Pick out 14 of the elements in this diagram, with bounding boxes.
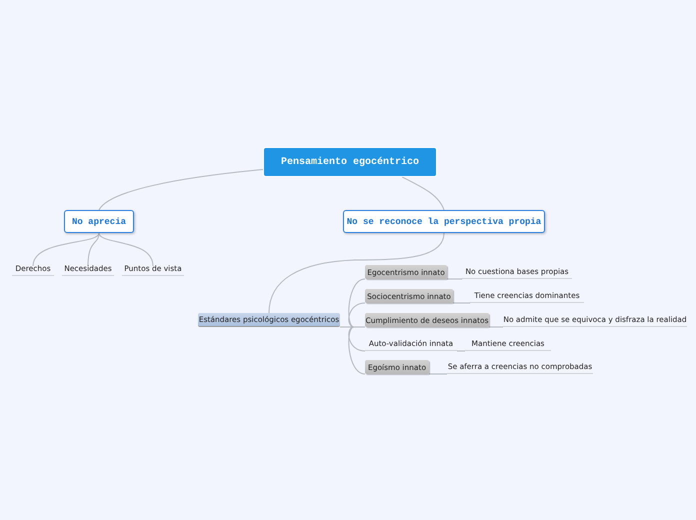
connector-line xyxy=(98,232,154,266)
connector-line xyxy=(98,169,264,210)
connector-line xyxy=(456,350,466,352)
connector-line xyxy=(452,302,470,304)
connector-line xyxy=(32,232,100,266)
topic-box: No aprecia xyxy=(64,210,134,233)
connector-line xyxy=(446,278,462,280)
connector-line xyxy=(268,232,444,314)
central-topic-box: Pensamiento egocéntrico xyxy=(263,147,437,177)
connector-line xyxy=(88,232,100,266)
connector-line xyxy=(488,326,504,328)
connector-line xyxy=(340,326,366,374)
connector-line xyxy=(402,176,444,210)
topic-box: No se reconoce la perspectiva propia xyxy=(343,210,545,233)
